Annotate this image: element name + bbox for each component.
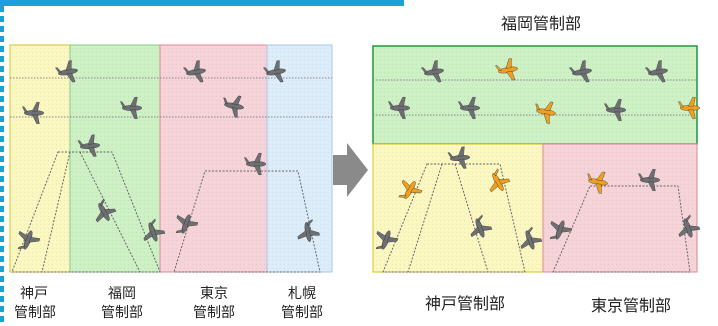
right-approach-east bbox=[552, 185, 691, 273]
approach-sector-east bbox=[173, 170, 321, 273]
approach-divider-west bbox=[41, 151, 71, 273]
label-fukuoka-left: 福岡管制部 bbox=[101, 286, 143, 321]
right-approach-divider-b bbox=[454, 163, 489, 273]
label-kobe-left: 神戸管制部 bbox=[14, 286, 56, 321]
label-fukuoka-top: 福岡管制部 bbox=[500, 14, 581, 33]
right-approach-divider-a bbox=[407, 163, 443, 273]
right-texture bbox=[373, 46, 697, 272]
top-accent-bar bbox=[0, 0, 404, 6]
right-approach-west bbox=[382, 163, 526, 273]
transition-arrow bbox=[333, 143, 368, 197]
region-texture bbox=[10, 45, 332, 272]
label-sapporo-left: 札幌管制部 bbox=[281, 286, 323, 321]
label-kobe-bottom: 神戸管制部 bbox=[424, 294, 505, 313]
right-panel bbox=[372, 45, 698, 273]
left-panel bbox=[9, 44, 333, 273]
label-tokyo-left: 東京管制部 bbox=[193, 286, 235, 321]
label-tokyo-bottom: 東京管制部 bbox=[590, 296, 671, 315]
